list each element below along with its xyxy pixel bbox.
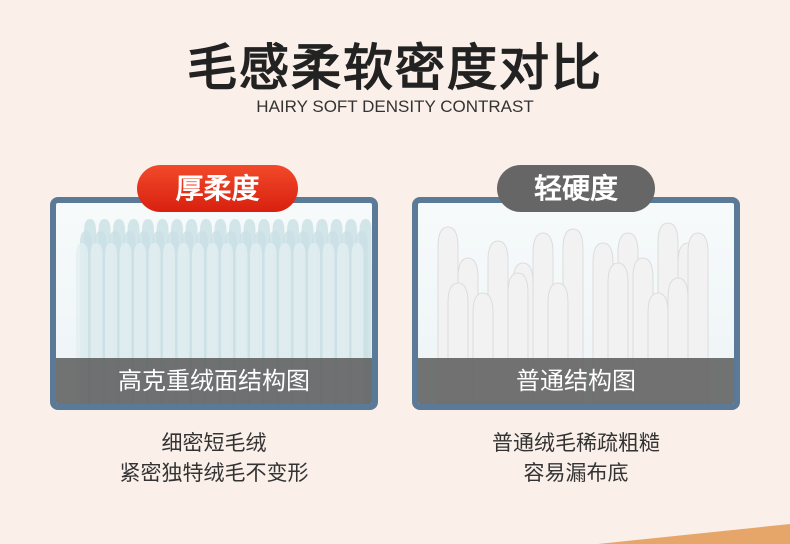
light-hard-badge: 轻硬度 <box>497 165 655 212</box>
page-title: 毛感柔软密度对比 <box>187 39 603 97</box>
dense-description: 细密短毛绒 紧密独特绒毛不变形 <box>50 428 378 488</box>
normal-desc-line: 容易漏布底 <box>523 461 629 485</box>
normal-fiber-panel: 普通结构图 <box>412 197 740 410</box>
dense-fiber-panel: 高克重绒面结构图 <box>50 197 378 410</box>
page-subtitle: HAIRY SOFT DENSITY CONTRAST <box>256 97 534 116</box>
dense-desc-line: 紧密独特绒毛不变形 <box>119 461 309 485</box>
normal-caption: 普通结构图 <box>418 358 734 404</box>
dense-caption: 高克重绒面结构图 <box>56 358 372 404</box>
decorative-corner <box>598 524 790 544</box>
thick-soft-badge: 厚柔度 <box>137 165 298 212</box>
normal-description: 普通绒毛稀疏粗糙 容易漏布底 <box>412 428 740 488</box>
normal-desc-line: 普通绒毛稀疏粗糙 <box>492 431 660 455</box>
dense-desc-line: 细密短毛绒 <box>161 431 267 455</box>
